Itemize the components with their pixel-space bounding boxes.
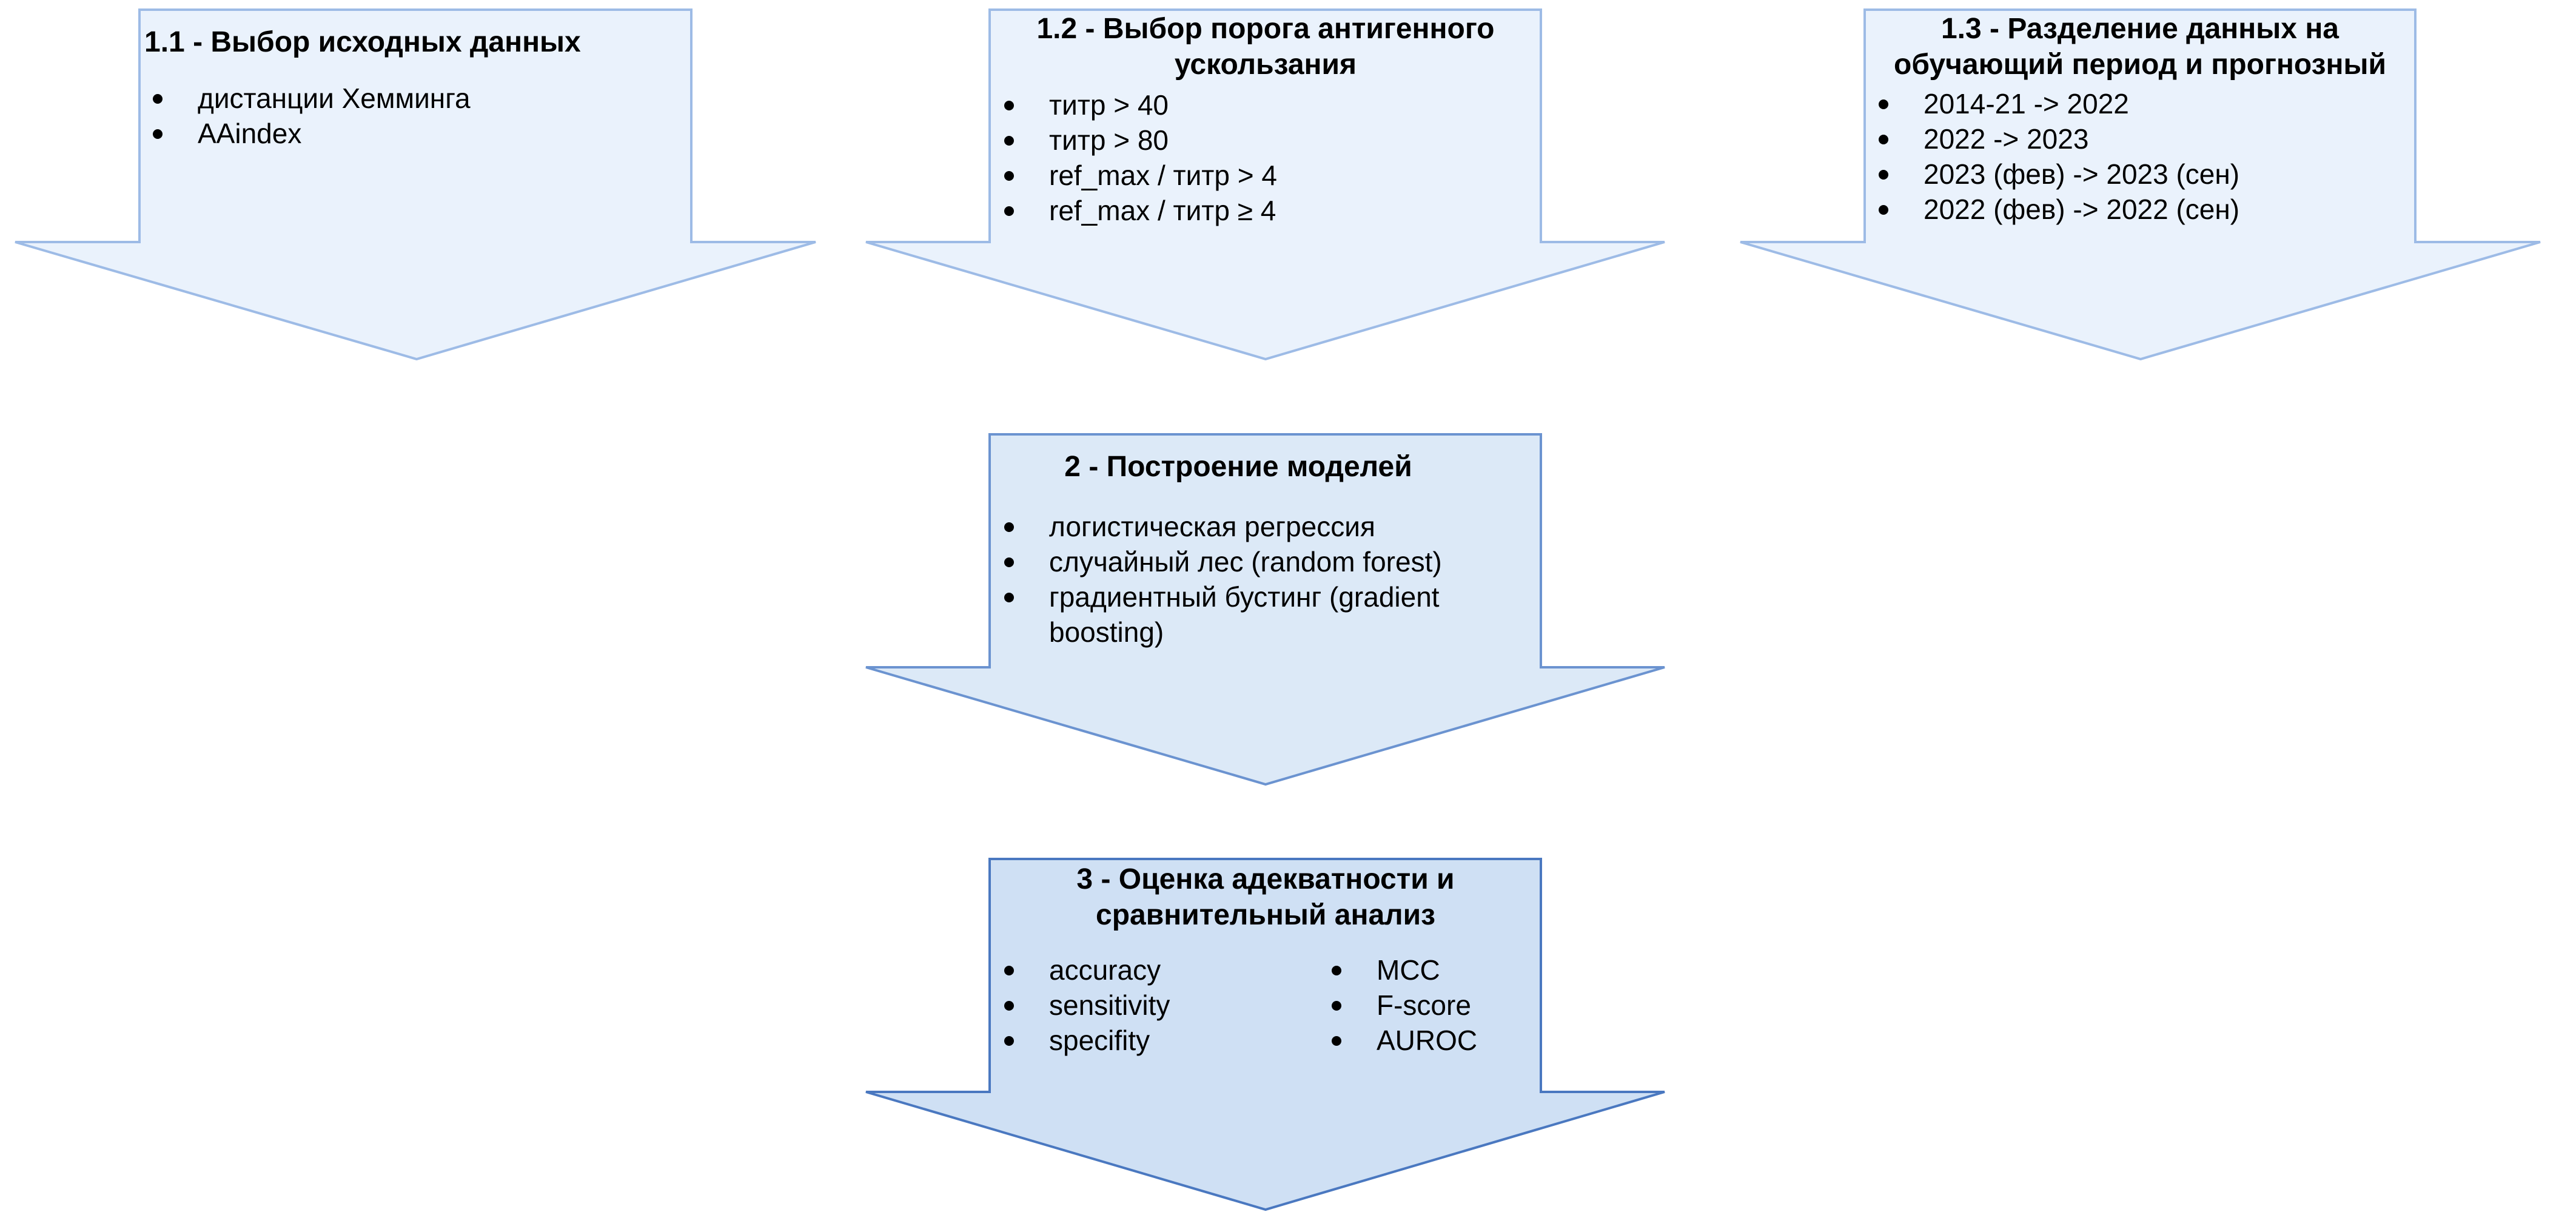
list-item: ref_max / титр ≥ 4 xyxy=(996,193,1535,228)
bullet-list: дистанции Хемминга AAindex xyxy=(144,81,684,151)
arrow-shape-block-3 xyxy=(865,858,1665,1211)
list-item: градиентный бустинг (gradient boosting) xyxy=(996,579,1481,650)
block-1-2-threshold-selection: 1.2 - Выбор порога антигенного ускользан… xyxy=(996,11,1535,228)
block-2-model-building: 2 - Построение моделей логистическая рег… xyxy=(996,449,1481,650)
list-item: дистанции Хемминга xyxy=(144,81,684,116)
list-item: F-score xyxy=(1323,988,1477,1023)
arrow-shape-block-1-3 xyxy=(1740,8,2541,361)
metrics-columns: accuracy sensitivity specifity MCC F-sco… xyxy=(996,952,1535,1058)
block-title: 1.1 - Выбор исходных данных xyxy=(144,26,581,58)
list-item: ref_max / титр > 4 xyxy=(996,158,1535,193)
block-title: 3 - Оценка адекватности и сравнительный … xyxy=(1076,863,1455,931)
block-title: 2 - Построение моделей xyxy=(1064,451,1412,483)
list-item: титр > 40 xyxy=(996,87,1535,123)
list-item: 2022 (фев) -> 2022 (сен) xyxy=(1870,192,2410,227)
arrow-shape-block-1-1 xyxy=(15,8,816,361)
list-item: случайный лес (random forest) xyxy=(996,544,1481,579)
block-3-evaluation: 3 - Оценка адекватности и сравнительный … xyxy=(996,861,1535,1058)
list-item: accuracy xyxy=(996,952,1323,988)
list-item: 2023 (фев) -> 2023 (сен) xyxy=(1870,157,2410,192)
list-item: AAindex xyxy=(144,116,684,151)
list-item: sensitivity xyxy=(996,988,1323,1023)
list-item: specifity xyxy=(996,1023,1323,1058)
metrics-list-right: MCC F-score AUROC xyxy=(1323,952,1477,1058)
list-item: титр > 80 xyxy=(996,123,1535,158)
arrow-shape-block-1-2 xyxy=(865,8,1665,361)
bullet-list: логистическая регрессия случайный лес (r… xyxy=(996,509,1481,650)
bullet-list: 2014-21 -> 2022 2022 -> 2023 2023 (фев) … xyxy=(1870,86,2410,227)
block-title: 1.3 - Разделение данных на обучающий пер… xyxy=(1894,13,2386,81)
metrics-list-left: accuracy sensitivity specifity xyxy=(996,952,1323,1058)
list-item: MCC xyxy=(1323,952,1477,988)
arrow-shape-block-2 xyxy=(865,433,1665,786)
list-item: 2022 -> 2023 xyxy=(1870,121,2410,157)
bullet-list: титр > 40 титр > 80 ref_max / титр > 4 r… xyxy=(996,87,1535,228)
block-1-1-data-selection: 1.1 - Выбор исходных данных дистанции Хе… xyxy=(144,24,684,151)
block-1-3-data-split: 1.3 - Разделение данных на обучающий пер… xyxy=(1870,11,2410,227)
block-title: 1.2 - Выбор порога антигенного ускользан… xyxy=(1036,13,1495,81)
list-item: AUROC xyxy=(1323,1023,1477,1058)
list-item: логистическая регрессия xyxy=(996,509,1481,544)
list-item: 2014-21 -> 2022 xyxy=(1870,86,2410,121)
